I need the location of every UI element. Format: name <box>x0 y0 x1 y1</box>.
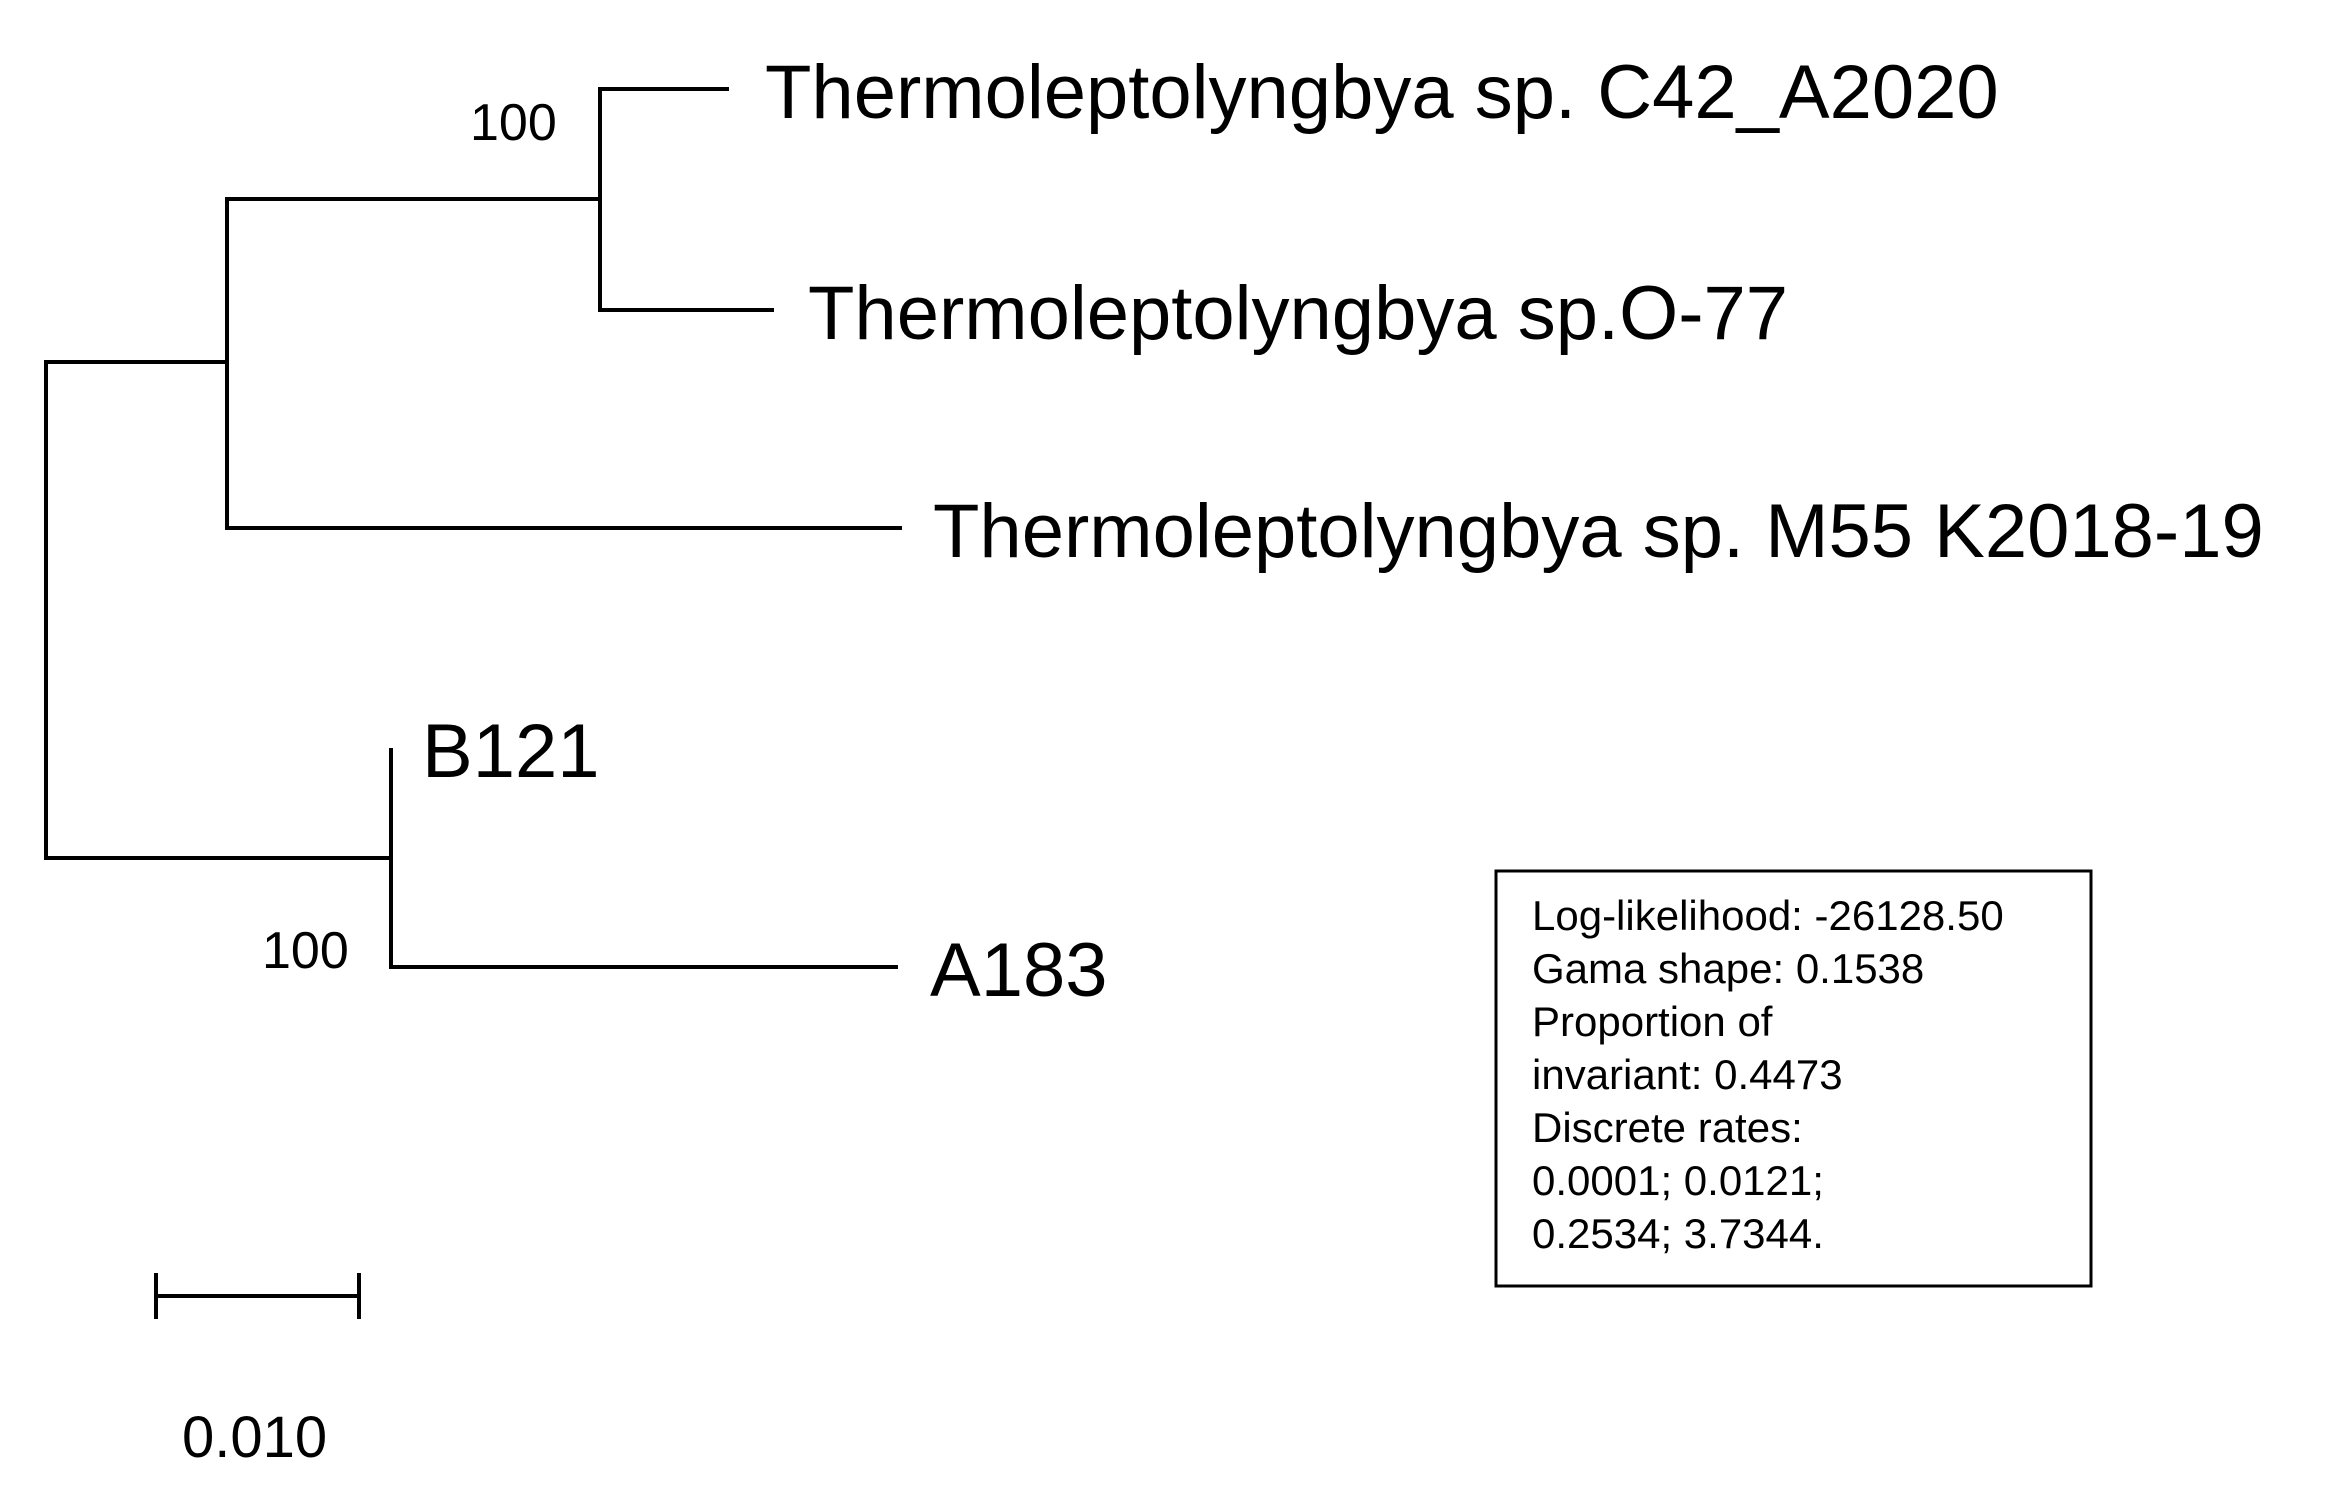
stats-discrete-rates-values-1: 0.0001; 0.0121; <box>1532 1157 1824 1204</box>
stats-log-likelihood: Log-likelihood: -26128.50 <box>1532 892 2004 939</box>
stats-discrete-rates-values-2: 0.2534; 3.7344. <box>1532 1210 1824 1257</box>
stats-proportion-of: Proportion of <box>1532 998 1773 1045</box>
scale-bar-label: 0.010 <box>182 1405 327 1470</box>
stats-invariant: invariant: 0.4473 <box>1532 1051 1843 1098</box>
stats-gamma-shape: Gama shape: 0.1538 <box>1532 945 1924 992</box>
bootstrap-value-thermo-clade: 100 <box>470 94 557 152</box>
taxon-label-b121: B121 <box>422 709 600 794</box>
stats-discrete-rates-label: Discrete rates: <box>1532 1104 1803 1151</box>
model-stats-box <box>1494 869 2093 1288</box>
bootstrap-value-local-clade: 100 <box>262 922 349 980</box>
taxon-label-c42: Thermoleptolyngbya sp. C42_A2020 <box>765 50 1999 135</box>
taxon-label-a183: A183 <box>930 928 1108 1013</box>
taxon-label-m55: Thermoleptolyngbya sp. M55 K2018-19 <box>933 489 2264 574</box>
taxon-label-o77: Thermoleptolyngbya sp.O-77 <box>808 271 1788 356</box>
